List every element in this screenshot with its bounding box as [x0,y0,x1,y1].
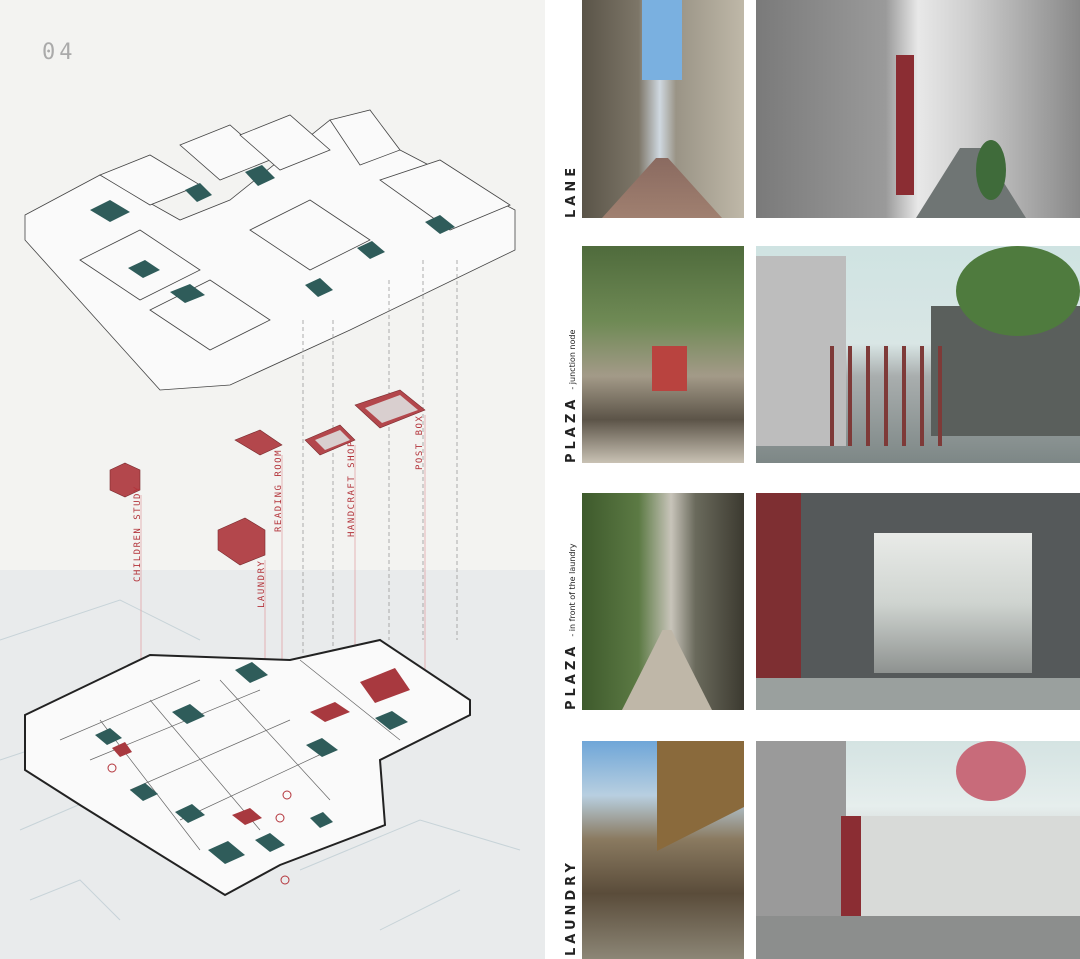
photo-plaza-junction [582,246,744,463]
photo-laundry [582,741,744,959]
label-laundry: LAUNDRY [257,559,267,608]
axonometric-drawing [0,109,521,931]
row-title: PLAZA [564,642,579,710]
label-children-study: CHILDREN STUDY [133,485,143,582]
row-title: LANE [564,163,579,218]
axonometric-panel: 04 [0,0,545,959]
row-subtitle: - in front of the laundry [568,543,577,637]
photo-plaza-laundry [582,493,744,710]
page-number: 04 [42,40,77,65]
render-plaza-junction [756,246,1080,463]
photo-lane [582,0,744,218]
row-label-plaza-laundry: PLAZA - in front of the laundry [560,543,579,710]
render-plaza-laundry [756,493,1080,710]
render-laundry [756,741,1080,959]
render-lane [756,0,1080,218]
label-handcraft-shop: HANDCRAFT SHOP [347,440,357,537]
label-reading-room: READING ROOM [274,448,284,532]
row-subtitle: - junction node [568,329,577,390]
row-title: PLAZA [564,395,579,463]
row-title: LAUNDRY [564,859,579,956]
row-label-laundry: LAUNDRY [560,853,579,956]
row-label-plaza-junction: PLAZA - junction node [560,330,579,463]
label-post-box: POST BOX [415,414,425,470]
row-label-lane: LANE [560,158,579,218]
